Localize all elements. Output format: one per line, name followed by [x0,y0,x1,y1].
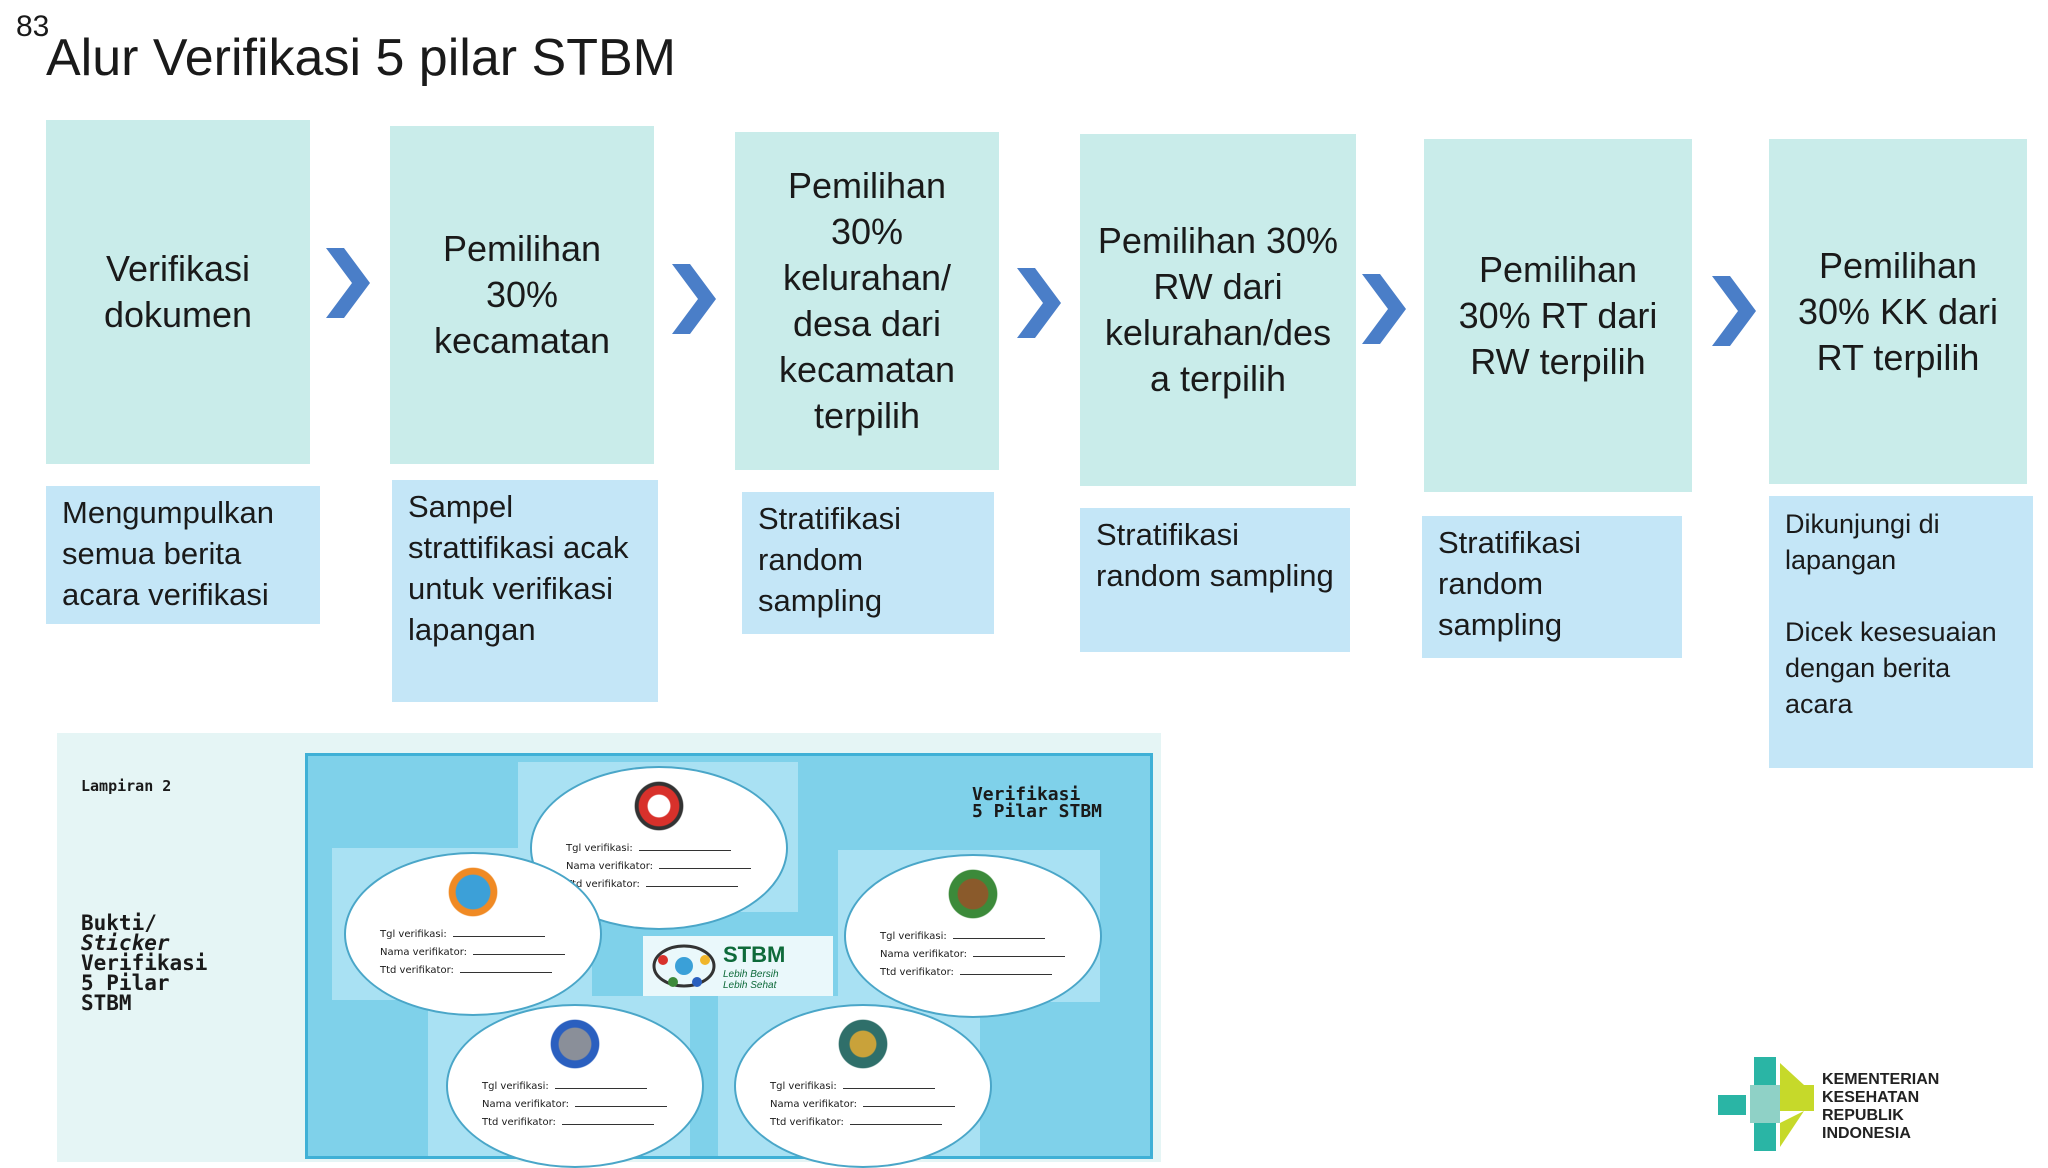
stbm-tagline: Lebih Bersih Lebih Sehat [723,969,779,991]
waste-icon [534,1016,616,1072]
step-5-desc: Stratifikasi random sampling [1422,516,1682,658]
step-3-desc: Stratifikasi random sampling [742,492,994,634]
step-4-desc: Stratifikasi random sampling [1080,508,1350,652]
chevron-right-icon [1017,268,1061,338]
kemenkes-logo-text: KEMENTERIAN KESEHATAN REPUBLIK INDONESIA [1822,1071,1940,1142]
bukti-label: Bukti/ Sticker Verifikasi 5 Pilar STBM [81,911,208,1015]
stbm-text: STBM [723,942,786,967]
stbm-emblem-icon [652,944,716,988]
step-6-desc-line2: Dicek kesesuaian dengan berita acara [1785,617,1997,719]
step-2-desc: Sampel strattifikasi acak untuk verifika… [392,480,658,702]
step-2-label: Pemilihan 30% kecamatan [433,228,611,361]
chevron-right-icon [326,248,370,318]
verifikasi-label: Verifikasi 5 Pilar STBM [971,784,1102,822]
step-3-label: Pemilihan 30% kelurahan/ desa dari kecam… [778,165,956,436]
chevron-right-icon [1362,274,1406,344]
stbm-logo: STBM Lebih Bersih Lebih Sehat [643,936,833,996]
step-1-box: Verifikasi dokumen [46,120,310,464]
slide-number: 83 [16,10,50,43]
sticker-circle: Tgl verifikasi: Nama verifikator: Ttd ve… [344,852,602,1016]
lampiran-label: Lampiran 2 [81,777,172,795]
house-water-icon [932,866,1014,922]
sewage-icon [822,1016,904,1072]
sticker-figure: Lampiran 2 Bukti/ Sticker Verifikasi 5 P… [57,733,1161,1168]
step-1-label: Verifikasi dokumen [103,248,253,335]
step-6-desc-line1: Dikunjungi di lapangan [1785,509,1940,575]
chevron-right-icon [672,264,716,334]
chevron-right-icon [1712,276,1756,346]
stop-babs-icon [618,778,700,834]
page-title: Alur Verifikasi 5 pilar STBM [46,29,676,87]
step-4-box: Pemilihan 30% RW dari kelurahan/des a te… [1080,134,1356,486]
sticker-panel: Verifikasi 5 Pilar STBM Tgl verifikasi: … [305,753,1153,1168]
kemenkes-logo-icon [1718,1057,1814,1151]
step-5-label: Pemilihan 30% RT dari RW terpilih [1458,248,1658,382]
sticker-circle: Tgl verifikasi: Nama verifikator: Ttd ve… [844,854,1102,1018]
step-4-label: Pemilihan 30% RW dari kelurahan/des a te… [1097,220,1339,399]
step-1-desc: Mengumpulkan semua berita acara verifika… [46,486,320,624]
handwash-icon [432,864,514,920]
step-6-desc: Dikunjungi di lapangan Dicek kesesuaian … [1769,496,2033,768]
step-2-box: Pemilihan 30% kecamatan [390,126,654,464]
step-5-box: Pemilihan 30% RT dari RW terpilih [1424,139,1692,492]
step-3-box: Pemilihan 30% kelurahan/ desa dari kecam… [735,132,999,470]
sticker-circle: Tgl verifikasi: Nama verifikator: Ttd ve… [734,1004,992,1168]
step-6-label: Pemilihan 30% KK dari RT terpilih [1797,244,1999,378]
step-6-box: Pemilihan 30% KK dari RT terpilih [1769,139,2027,484]
sticker-circle: Tgl verifikasi: Nama verifikator: Ttd ve… [446,1004,704,1168]
